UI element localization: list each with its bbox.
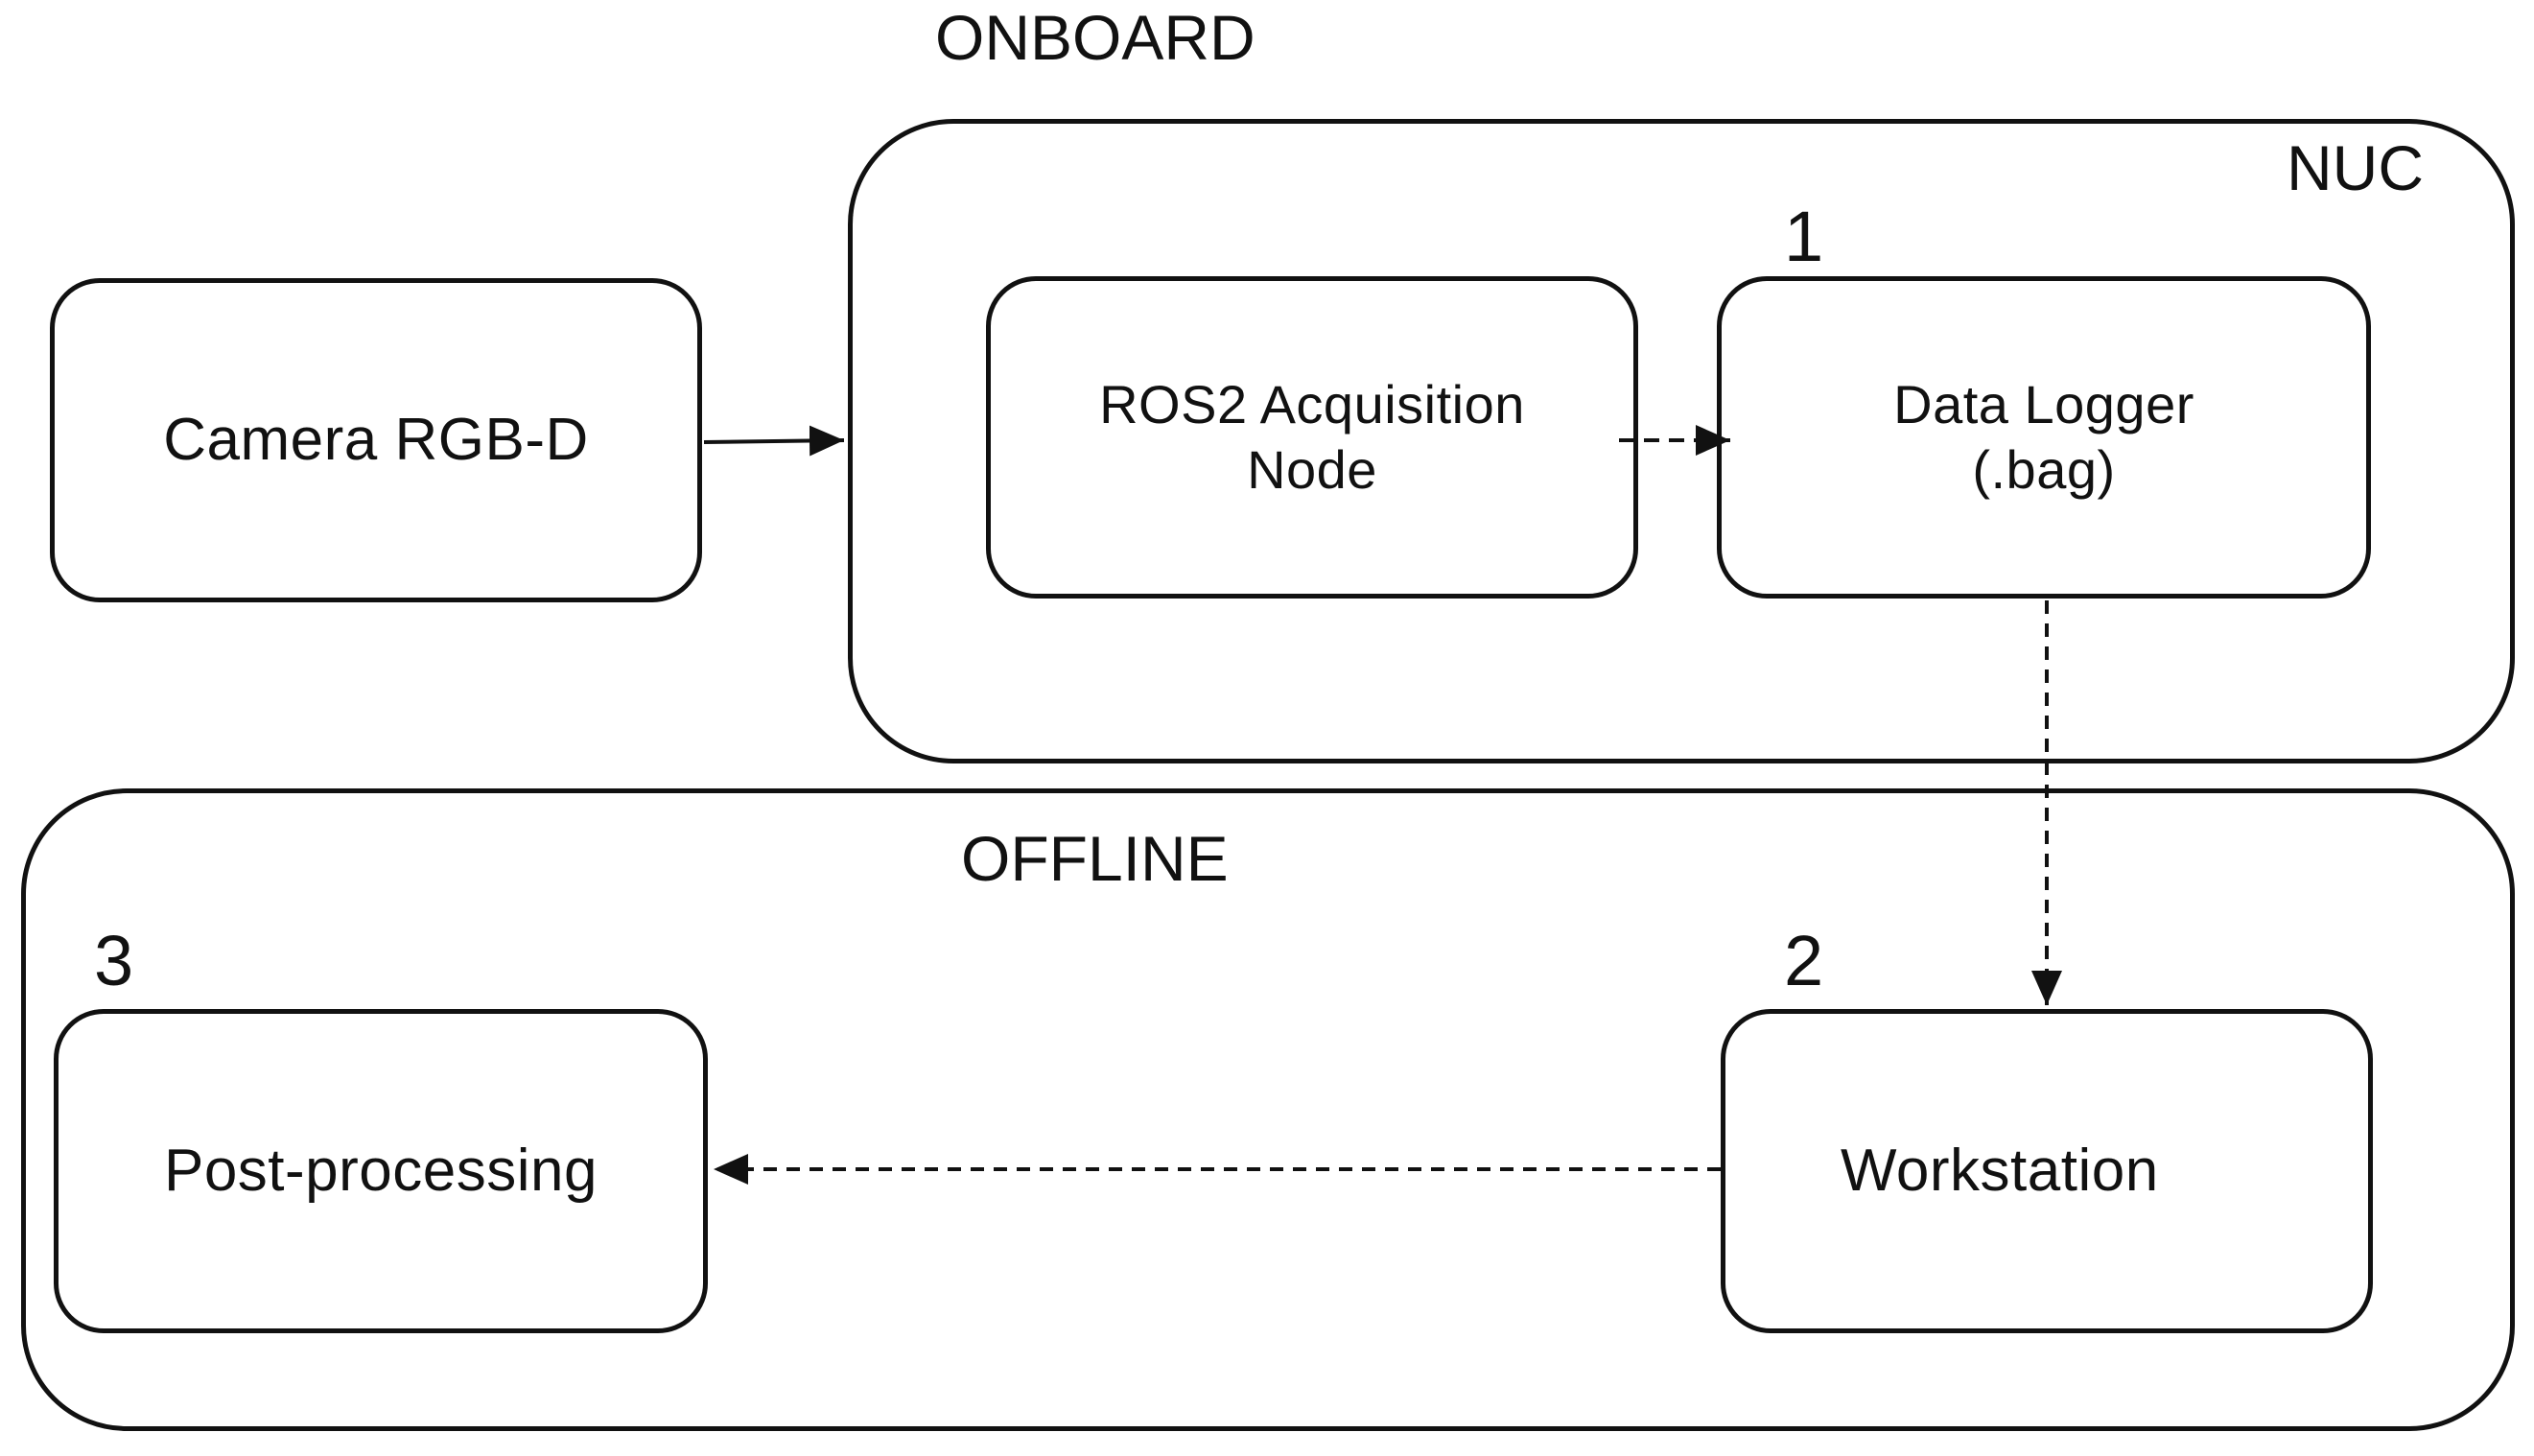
offline-label: OFFLINE <box>961 823 1229 894</box>
step-number-3: 3 <box>94 921 134 1000</box>
step-number-2: 2 <box>1784 921 1824 1000</box>
postprocessing-node-label: Post-processing <box>163 1138 598 1205</box>
step-number-1: 1 <box>1784 197 1824 276</box>
acquisition-node: ROS2 Acquisition Node <box>986 276 1638 599</box>
onboard-label: ONBOARD <box>935 2 1255 73</box>
edge-camera-to-nuc <box>703 425 845 457</box>
offline-container <box>21 788 2515 1431</box>
logger-node-label: Data Logger (.bag) <box>1893 373 2194 500</box>
nuc-label: NUC <box>2287 132 2424 203</box>
postprocessing-node: Post-processing <box>54 1009 708 1333</box>
camera-node-label: Camera RGB-D <box>163 407 589 474</box>
acquisition-node-label: ROS2 Acquisition Node <box>1099 373 1525 500</box>
camera-node: Camera RGB-D <box>50 278 702 602</box>
logger-node: Data Logger (.bag) <box>1717 276 2371 599</box>
workstation-node-label: Workstation <box>1841 1138 2159 1205</box>
workstation-node: Workstation <box>1721 1009 2373 1333</box>
nuc-container <box>848 119 2515 763</box>
